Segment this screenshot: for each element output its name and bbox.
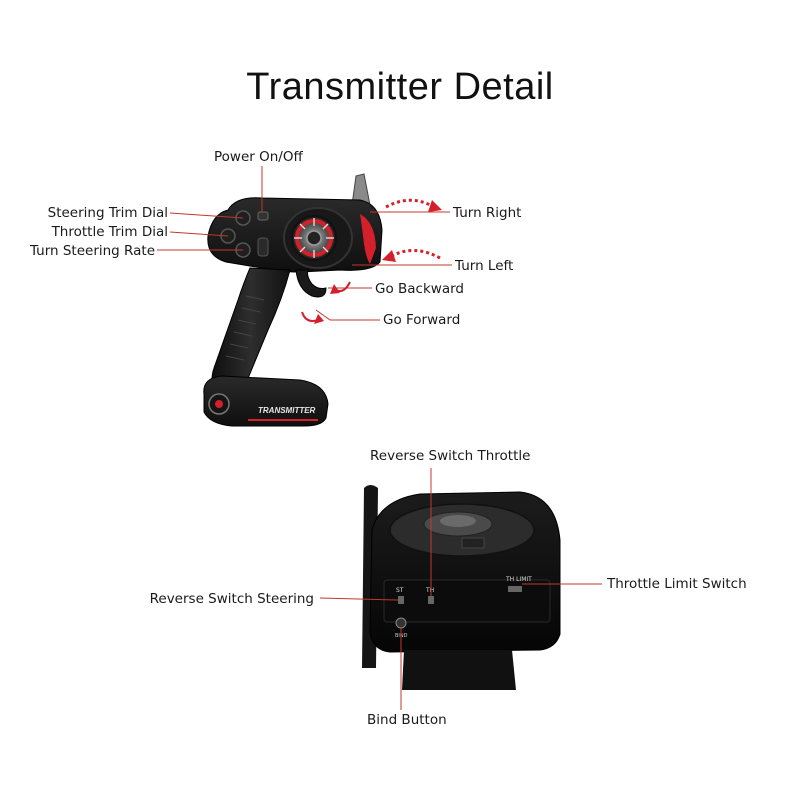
- bind-button[interactable]: [395, 617, 407, 629]
- label-throttle-trim: Throttle Trim Dial: [51, 224, 168, 240]
- turn-left-arrowhead: [382, 250, 396, 262]
- transmitter-switch-closeup: ST TH TH LIMIT BIND: [362, 485, 561, 690]
- grip-handle: [211, 267, 291, 395]
- upper-leader-lines: [157, 166, 452, 321]
- closeup-wheel-cap: [440, 515, 476, 527]
- label-go-forward: Go Forward: [383, 312, 461, 328]
- turn-right-arrowhead: [428, 200, 442, 212]
- side-button[interactable]: [257, 237, 269, 257]
- closeup-notch: [461, 537, 485, 549]
- grip-texture: [225, 295, 265, 361]
- label-turn-right: Turn Right: [453, 205, 522, 221]
- go-backward-arrowhead: [330, 284, 340, 294]
- closeup-grip: [402, 650, 516, 690]
- label-reverse-steering: Reverse Switch Steering: [149, 591, 314, 607]
- th-limit-label: TH LIMIT: [505, 576, 532, 583]
- th-label: TH: [425, 587, 434, 594]
- transmitter-base: [203, 375, 329, 427]
- label-power: Power On/Off: [214, 149, 303, 165]
- go-forward-arrowhead: [314, 314, 324, 324]
- direction-arrows: [301, 198, 442, 324]
- steering-reverse-switch[interactable]: [398, 596, 404, 604]
- label-go-backward: Go Backward: [375, 281, 464, 297]
- label-reverse-throttle: Reverse Switch Throttle: [370, 448, 531, 464]
- label-steering-trim: Steering Trim Dial: [47, 205, 168, 221]
- base-badge-dot: [215, 400, 223, 408]
- brand-text: TRANSMITTER: [258, 406, 316, 415]
- st-label: ST: [396, 587, 404, 594]
- label-turn-left: Turn Left: [455, 258, 514, 274]
- label-bind: Bind Button: [367, 712, 447, 728]
- go-backward-arrow: [335, 281, 351, 292]
- switch-panel: [383, 579, 551, 623]
- page-title: Transmitter Detail: [246, 66, 554, 108]
- power-switch[interactable]: [257, 211, 269, 221]
- lower-leader-lines: [319, 468, 602, 710]
- throttle-limit-switch[interactable]: [508, 586, 522, 592]
- label-throttle-limit: Throttle Limit Switch: [607, 576, 747, 592]
- throttle-trim-leader: [169, 231, 229, 237]
- steering-trim-leader: [169, 212, 244, 219]
- reverse-steering-leader: [319, 597, 399, 601]
- steering-wheel[interactable]: [291, 215, 337, 261]
- transmitter-top-view: TRANSMITTER: [203, 173, 383, 427]
- head-accent: [360, 214, 376, 264]
- turn-left-arrow: [391, 249, 441, 260]
- label-steering-rate: Turn Steering Rate: [29, 243, 155, 259]
- go-forward-leader: [315, 309, 380, 321]
- turn-right-arrow: [385, 198, 433, 209]
- throttle-trigger[interactable]: [295, 269, 327, 298]
- throttle-reverse-switch[interactable]: [428, 596, 434, 604]
- go-forward-arrow: [301, 311, 319, 322]
